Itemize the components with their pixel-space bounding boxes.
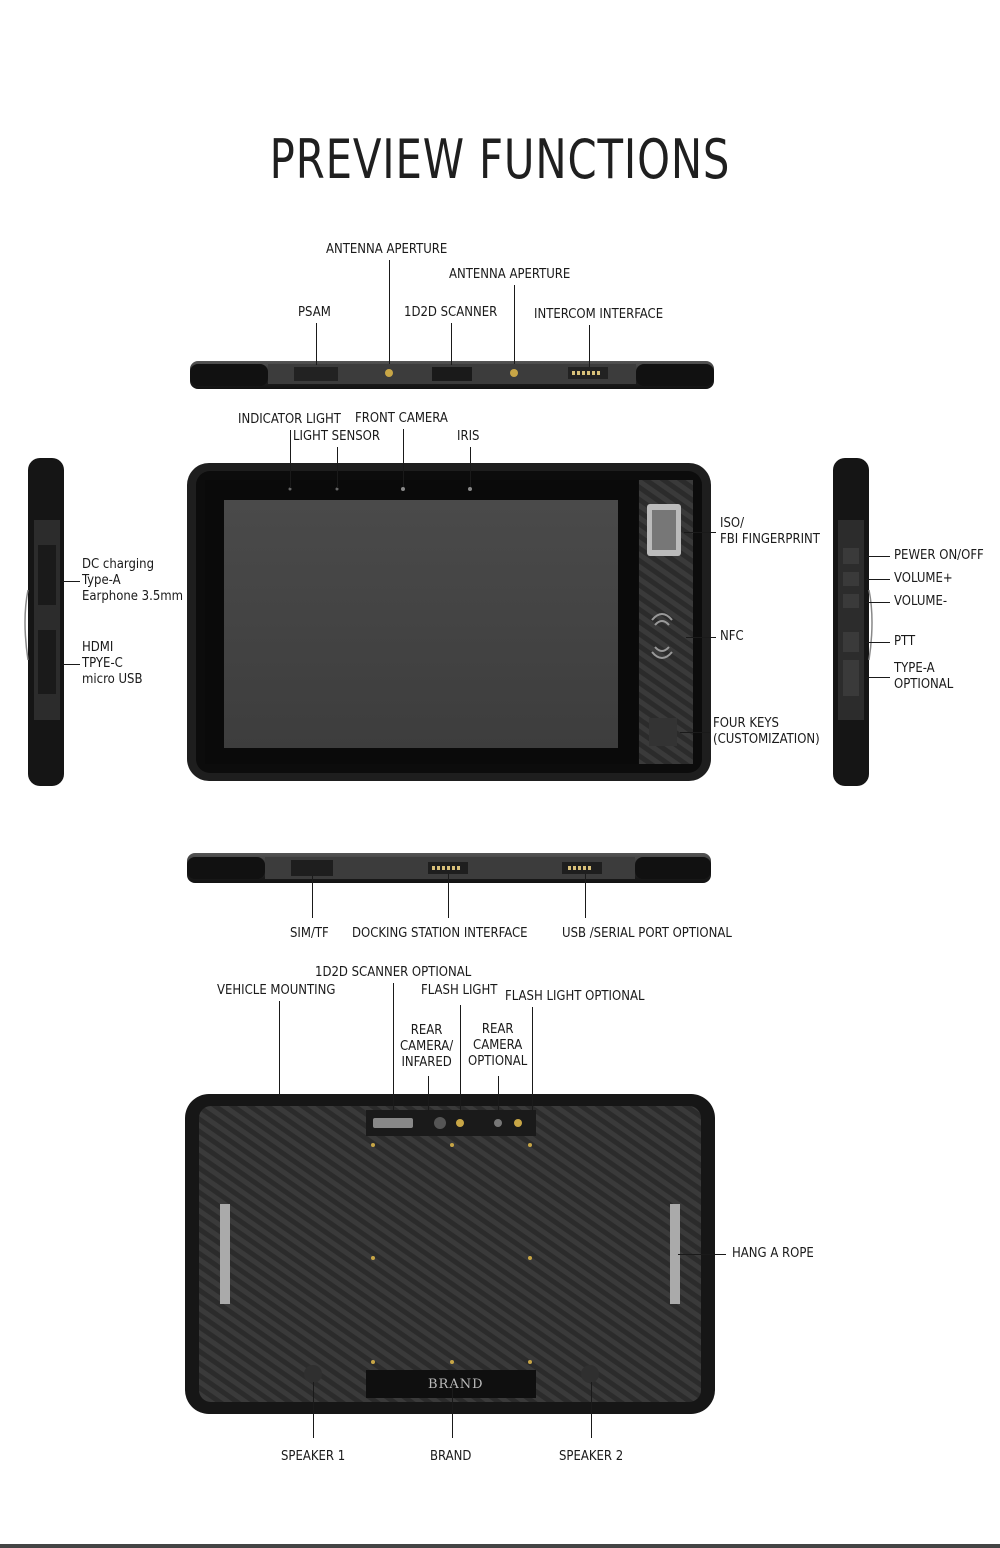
leader-line bbox=[498, 1076, 499, 1118]
leader-line bbox=[316, 323, 317, 365]
label-rear-camera-infared: REAR CAMERA/ INFARED bbox=[400, 1023, 454, 1070]
left-side-view bbox=[24, 458, 64, 786]
front-view bbox=[187, 463, 711, 781]
leader-line bbox=[680, 732, 710, 733]
label-psam: PSAM bbox=[298, 305, 331, 320]
label-volume-up: VOLUME+ bbox=[894, 571, 953, 586]
leader-line bbox=[448, 874, 449, 918]
label-light-sensor: LIGHT SENSOR bbox=[293, 429, 380, 444]
label-dc-charging: DC charging Type-A Earphone 3.5mm bbox=[82, 557, 184, 604]
label-1d2d-scanner: 1D2D SCANNER bbox=[404, 305, 498, 320]
leader-line bbox=[452, 1384, 453, 1438]
brand-plate-text: BRAND bbox=[428, 1377, 484, 1392]
bottom-divider bbox=[0, 1544, 1000, 1548]
label-type-a-optional: TYPE-A OPTIONAL bbox=[894, 661, 954, 692]
leader-line bbox=[591, 1382, 592, 1438]
label-usb-serial: USB /SERIAL PORT OPTIONAL bbox=[562, 926, 732, 941]
back-view bbox=[185, 1094, 715, 1414]
label-antenna-aperture-1: ANTENNA APERTURE bbox=[326, 242, 448, 257]
leader-line bbox=[866, 642, 890, 643]
leader-line bbox=[393, 983, 394, 1118]
leader-line bbox=[451, 323, 452, 365]
leader-line bbox=[866, 677, 890, 678]
leader-line bbox=[62, 664, 80, 665]
top-edge-view bbox=[190, 361, 714, 389]
leader-line bbox=[313, 1382, 314, 1438]
label-speaker-2: SPEAKER 2 bbox=[559, 1449, 624, 1464]
leader-line bbox=[585, 874, 586, 918]
leader-line bbox=[403, 429, 404, 487]
label-antenna-aperture-2: ANTENNA APERTURE bbox=[449, 267, 571, 282]
label-speaker-1: SPEAKER 1 bbox=[281, 1449, 346, 1464]
label-brand: BRAND bbox=[430, 1449, 472, 1464]
page-title: PREVIEW FUNCTIONS bbox=[269, 128, 731, 191]
leader-line bbox=[866, 579, 890, 580]
leader-line bbox=[532, 1007, 533, 1119]
label-ptt: PTT bbox=[894, 634, 916, 649]
leader-line bbox=[866, 602, 890, 603]
label-four-keys: FOUR KEYS (CUSTOMIZATION) bbox=[713, 716, 820, 747]
leader-line bbox=[389, 260, 390, 364]
leader-line bbox=[678, 1254, 726, 1255]
leader-line bbox=[62, 581, 80, 582]
leader-line bbox=[290, 430, 291, 488]
leader-line bbox=[866, 556, 890, 557]
leader-line bbox=[460, 1005, 461, 1119]
label-hdmi: HDMI TPYE-C micro USB bbox=[82, 640, 143, 687]
label-iris: IRIS bbox=[457, 429, 480, 444]
label-rear-camera-optional: REAR CAMERA OPTIONAL bbox=[468, 1022, 528, 1069]
leader-line bbox=[684, 532, 716, 533]
label-docking-station: DOCKING STATION INTERFACE bbox=[352, 926, 528, 941]
leader-line bbox=[514, 285, 515, 364]
leader-line bbox=[470, 447, 471, 487]
leader-line bbox=[686, 637, 716, 638]
leader-line bbox=[337, 447, 338, 488]
label-nfc: NFC bbox=[720, 629, 744, 644]
label-fingerprint: ISO/ FBI FINGERPRINT bbox=[720, 516, 820, 547]
label-front-camera: FRONT CAMERA bbox=[355, 411, 448, 426]
label-indicator-light: INDICATOR LIGHT bbox=[238, 412, 341, 427]
label-scanner-optional: 1D2D SCANNER OPTIONAL bbox=[315, 965, 472, 980]
leader-line bbox=[428, 1076, 429, 1118]
label-intercom-interface: INTERCOM INTERFACE bbox=[534, 307, 664, 322]
right-side-view bbox=[833, 458, 873, 786]
label-flash-light: FLASH LIGHT bbox=[421, 983, 498, 998]
label-volume-down: VOLUME- bbox=[894, 594, 948, 609]
label-vehicle-mounting: VEHICLE MOUNTING bbox=[217, 983, 336, 998]
leader-line bbox=[279, 1001, 280, 1098]
bottom-edge-view bbox=[187, 853, 711, 883]
leader-line bbox=[589, 325, 590, 367]
label-power: PEWER ON/OFF bbox=[894, 548, 984, 563]
label-flash-light-optional: FLASH LIGHT OPTIONAL bbox=[505, 989, 645, 1004]
label-hang-a-rope: HANG A ROPE bbox=[732, 1246, 814, 1261]
label-sim-tf: SIM/TF bbox=[290, 926, 329, 941]
leader-line bbox=[312, 876, 313, 918]
